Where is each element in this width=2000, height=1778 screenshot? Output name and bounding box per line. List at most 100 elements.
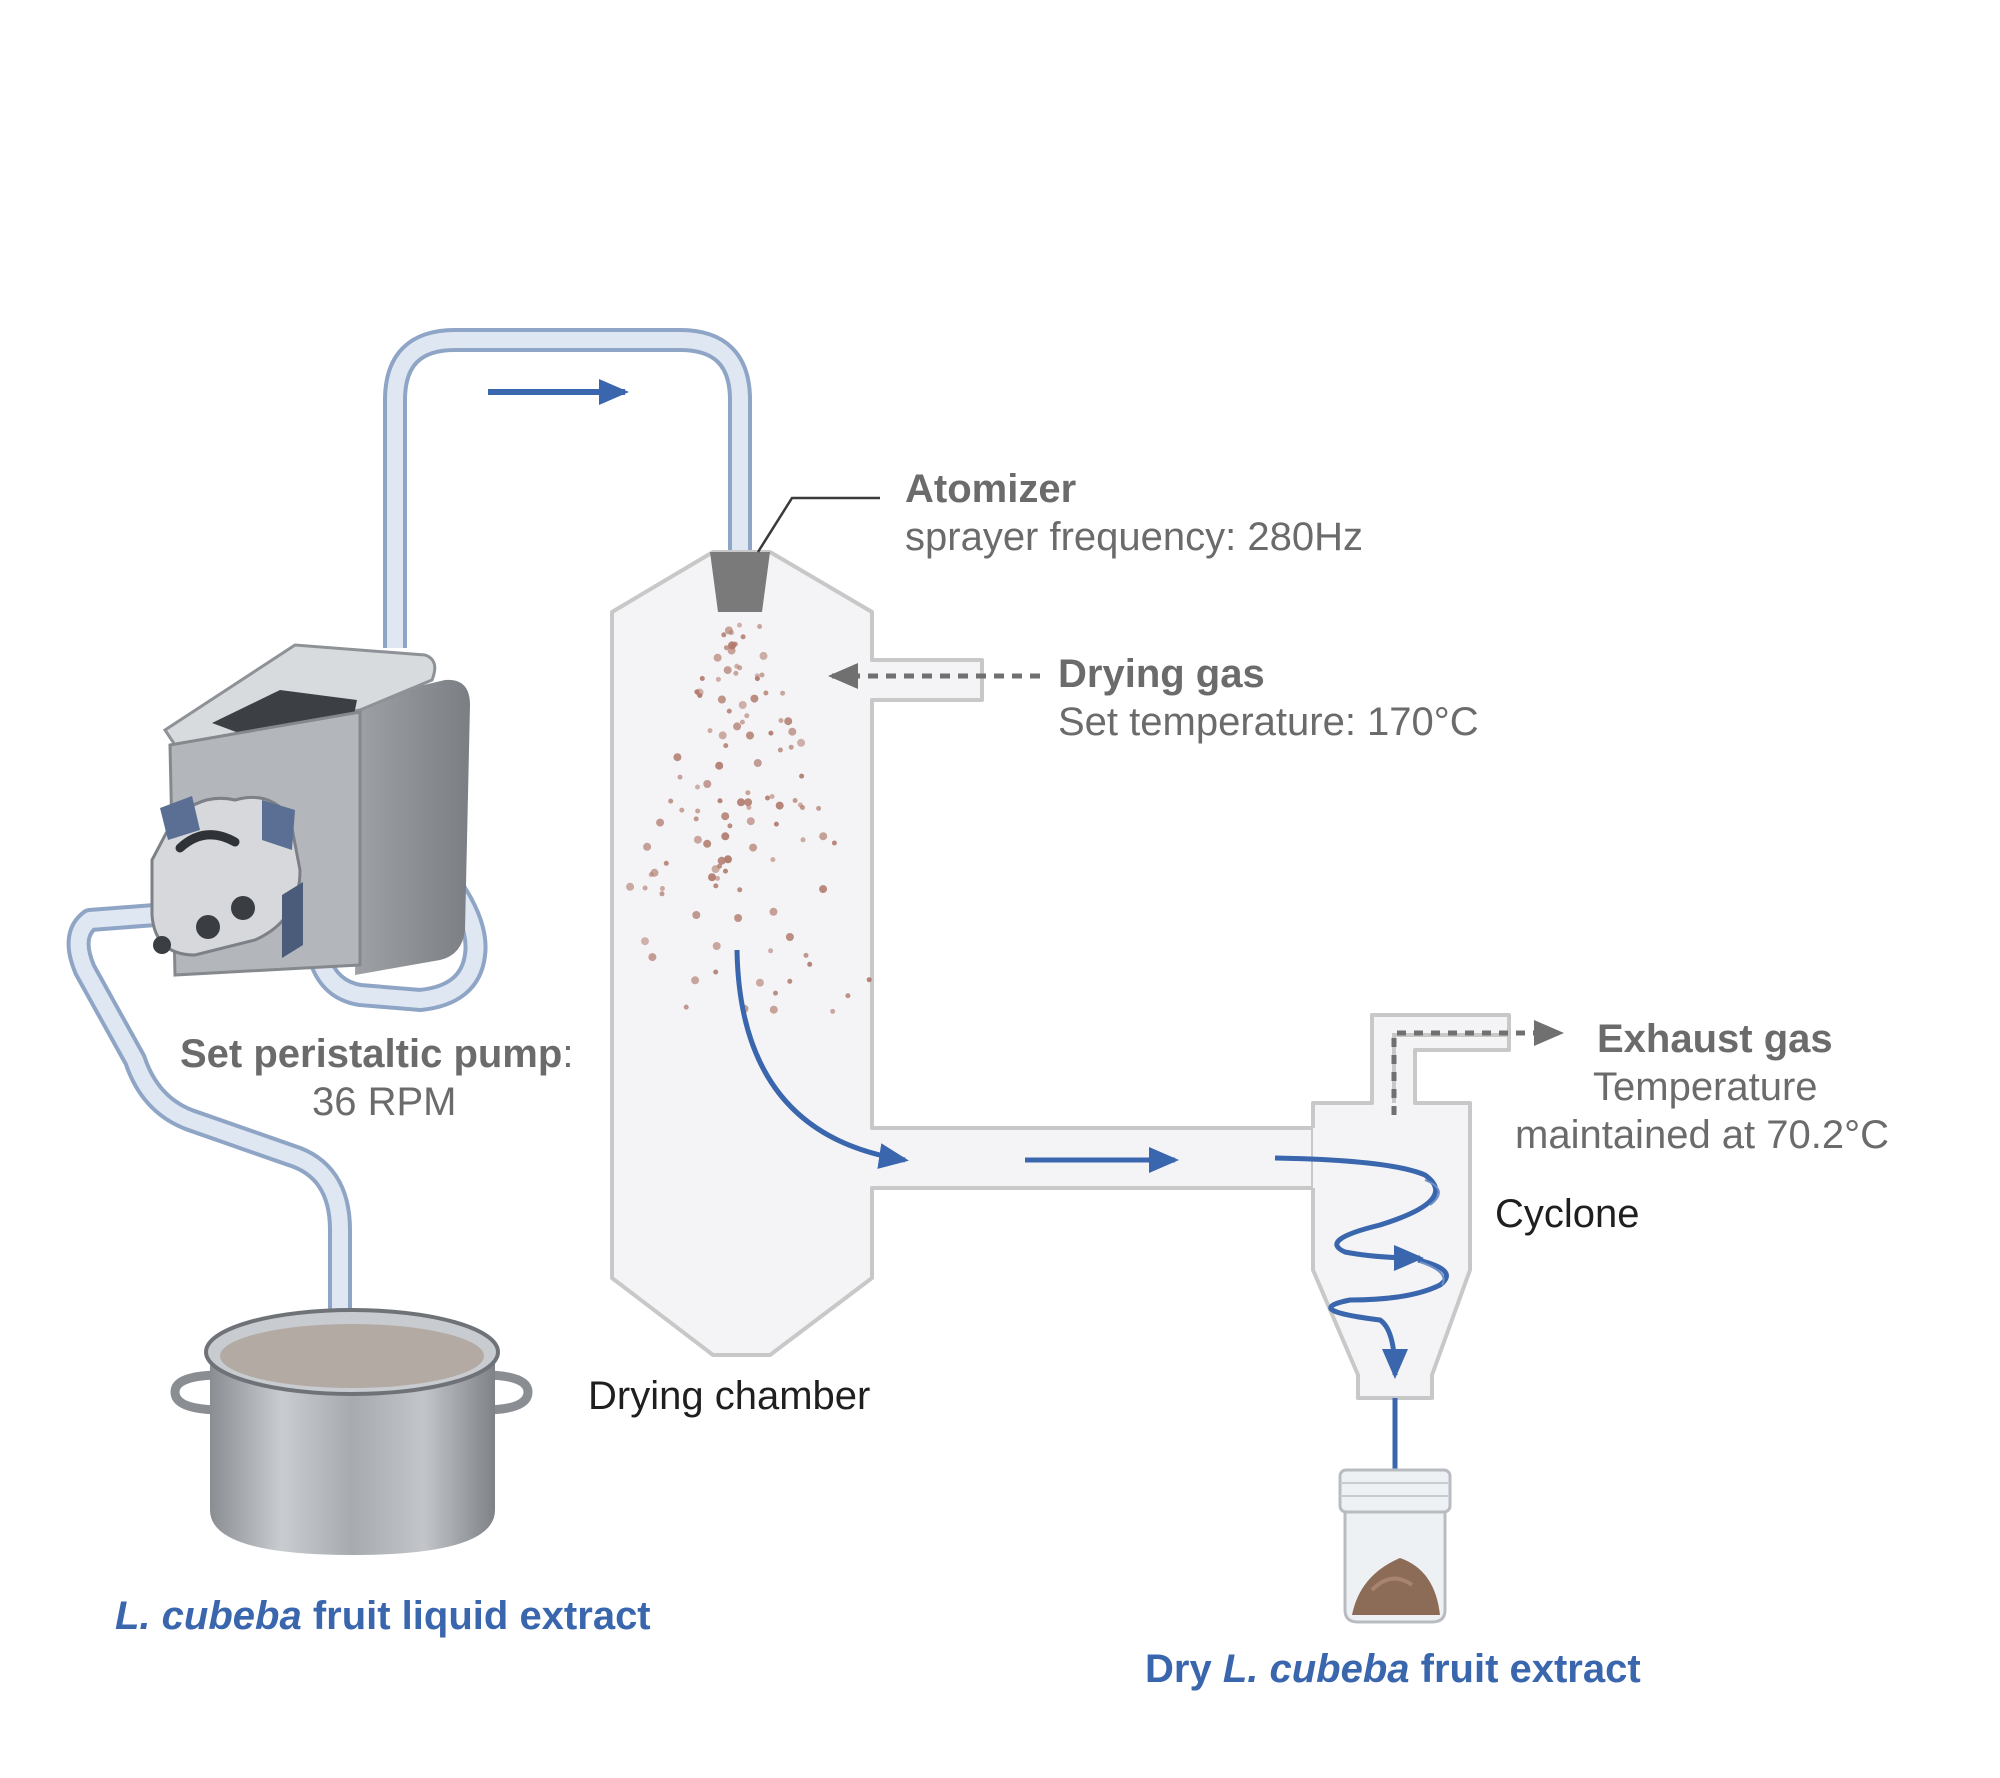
spray-particle [648, 953, 657, 962]
pump-loop-tubing [308, 858, 488, 1013]
drying-chamber-label: Drying chamber [588, 1374, 871, 1418]
spray-particle [712, 942, 721, 950]
spray-particle [737, 887, 743, 893]
spray-particle [723, 645, 729, 651]
spray-particle [830, 1008, 836, 1014]
cyclone [1311, 1013, 1511, 1400]
spray-particle [866, 977, 872, 983]
spray-particle [723, 666, 732, 675]
spray-particle [740, 634, 746, 640]
spray-particle [733, 722, 742, 731]
spray-particle [724, 855, 732, 864]
spray-particle [713, 653, 722, 662]
inlet-tubing [66, 903, 352, 1357]
spray-particle [788, 727, 797, 736]
spray-particle [754, 676, 760, 682]
spray-particle [721, 832, 730, 841]
spray-particle [695, 808, 701, 814]
spray-particle [746, 731, 754, 740]
spray-particle [750, 694, 759, 703]
atomizer-leader-line [756, 496, 880, 553]
exhaust-gas-line2: maintained at 70.2°C [1515, 1113, 1890, 1157]
peristaltic-pump [150, 643, 470, 977]
drying-gas-title: Drying gas [1058, 652, 1265, 696]
spray-particle [691, 976, 700, 985]
spray-particle [659, 891, 665, 897]
spray-particle [768, 730, 774, 736]
spray-particle [643, 842, 652, 851]
spray-particle [718, 731, 727, 740]
spray-particle [642, 885, 648, 891]
pump-colon: : [562, 1032, 574, 1076]
spray-particle [711, 865, 720, 874]
spray-particle [724, 626, 733, 635]
spray-particle [746, 805, 752, 810]
spray-particle [784, 717, 793, 726]
spray-particle [715, 875, 720, 881]
spray-particle [713, 969, 719, 975]
spray-particle [744, 798, 753, 807]
spray-particle [800, 837, 806, 843]
spray-particle [693, 835, 702, 844]
spray-particle [673, 753, 682, 762]
spray-particle [797, 738, 806, 747]
chamber-flow-arrow [734, 949, 909, 1169]
spray-particle [831, 840, 837, 846]
spray-particle [723, 868, 728, 874]
spray-particle [745, 790, 751, 796]
spray-particle [707, 728, 713, 734]
pump-title: Set peristaltic pump [180, 1032, 563, 1076]
spray-particle [715, 676, 721, 682]
spray-particle [749, 843, 758, 852]
spray-particle [734, 914, 743, 922]
spray-particle [733, 670, 739, 676]
cyclone-swirl-arrow [1274, 1155, 1439, 1271]
product-caption: Dry L. cubeba fruit extract [1145, 1645, 1641, 1693]
spray-particle [703, 839, 712, 848]
exhaust-gas-line1: Temperature [1593, 1065, 1818, 1109]
spray-particle [692, 911, 701, 919]
spray-particle [737, 622, 742, 628]
spray-particle [777, 747, 783, 753]
exhaust-gas-title: Exhaust gas [1597, 1017, 1833, 1061]
cyclone-swirl-thin [1419, 1179, 1445, 1286]
spray-particle [721, 812, 730, 821]
spray-particle [769, 1005, 778, 1014]
feed-rest: fruit liquid extract [301, 1594, 651, 1638]
spray-particle [778, 718, 784, 723]
spray-particle [773, 990, 778, 996]
spray-particle [650, 868, 659, 877]
pump-label: Set peristaltic pump: [180, 1030, 573, 1078]
spray-particle [694, 689, 700, 695]
exhaust-gas-arrow [1391, 1020, 1564, 1115]
spray-particle [807, 961, 813, 967]
feed-species: L. cubeba [115, 1594, 302, 1638]
spray-particle [734, 663, 740, 669]
spray-particle [708, 873, 716, 882]
spray-particle [757, 624, 763, 629]
spray-particle [739, 719, 745, 725]
spray-particles [626, 622, 872, 1014]
spray-particle [759, 672, 765, 678]
spray-particle [738, 701, 747, 709]
atomizer-title: Atomizer [905, 467, 1077, 511]
spray-particle [715, 761, 724, 770]
spray-particle [788, 744, 794, 750]
spray-particle [769, 794, 775, 799]
collection-jar [1338, 1468, 1452, 1624]
cyclone-swirl-lower [1328, 1257, 1449, 1379]
spray-particle [717, 856, 726, 865]
spray-particle [695, 784, 700, 790]
spray-particle [726, 708, 732, 714]
spray-particle [785, 933, 794, 941]
product-prefix: Dry [1145, 1647, 1223, 1691]
product-rest: fruit extract [1409, 1647, 1641, 1691]
spray-particle [626, 882, 635, 891]
atomizer-nozzle [710, 552, 770, 612]
spray-particle [717, 695, 726, 704]
spray-particle [763, 690, 769, 696]
spray-particle [717, 798, 723, 804]
spray-particle [693, 816, 699, 822]
spray-particle [845, 993, 851, 999]
spray-particle [721, 632, 727, 638]
